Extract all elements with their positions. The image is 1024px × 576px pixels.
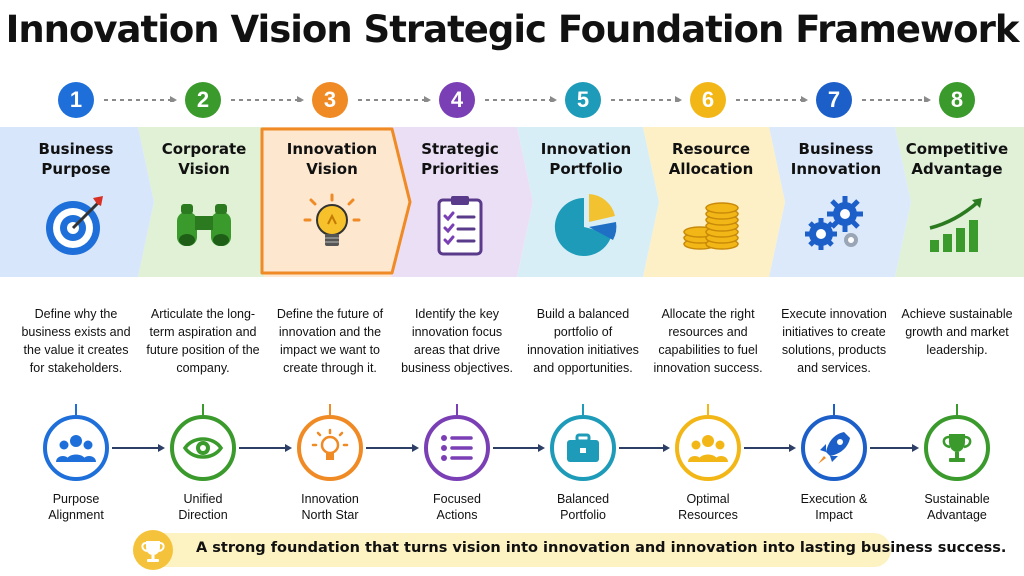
step-card-5 xyxy=(517,127,659,277)
highlighted-step-card xyxy=(260,127,412,275)
step-title: Business Innovation xyxy=(790,140,882,178)
outcome-label: Sustainable Advantage xyxy=(924,492,990,522)
step-description: Identify the key innovation focus areas … xyxy=(401,307,513,375)
step-number-7: 7 xyxy=(816,82,852,118)
step-title: Competitive Advantage xyxy=(905,140,1009,178)
clipboard-checklist-icon xyxy=(425,190,495,260)
timeline-arrowhead xyxy=(158,444,165,452)
step-number-4: 4 xyxy=(439,82,475,118)
pie-chart-icon xyxy=(551,190,621,260)
step-card-6 xyxy=(643,127,785,277)
outcome-label: Execution & Impact xyxy=(800,492,868,522)
step-description: Define the future of innovation and the … xyxy=(276,307,384,375)
step-description: Achieve sustainable growth and market le… xyxy=(901,307,1013,357)
outcome-label: Purpose Alignment xyxy=(48,492,104,522)
timeline-arrowhead xyxy=(285,444,292,452)
step-description: Execute innovation initiatives to create… xyxy=(781,307,887,375)
step-description: Allocate the right resources and capabil… xyxy=(653,307,763,375)
step-title: Innovation Portfolio xyxy=(540,140,632,178)
step-card-8 xyxy=(895,127,1024,277)
outcome-label: Innovation North Star xyxy=(301,492,359,522)
outcome-label: Optimal Resources xyxy=(678,492,738,522)
outcome-circle xyxy=(801,415,867,481)
outcome-circle xyxy=(43,415,109,481)
outcome-circle xyxy=(297,415,363,481)
dashed-arrow xyxy=(736,96,808,102)
target-icon xyxy=(41,190,111,260)
dashed-arrow xyxy=(485,96,557,102)
dashed-arrow xyxy=(231,96,304,102)
dashed-arrow xyxy=(104,96,177,102)
footer-banner xyxy=(133,533,891,567)
footer-text: A strong foundation that turns vision in… xyxy=(196,540,1007,556)
lightbulb-icon xyxy=(297,190,367,260)
outcome-circle xyxy=(675,415,741,481)
timeline-arrowhead xyxy=(538,444,545,452)
step-title: Corporate Vision xyxy=(161,140,247,178)
step-number-6: 6 xyxy=(690,82,726,118)
outcome-circle xyxy=(424,415,490,481)
timeline-arrowhead xyxy=(412,444,419,452)
outcome-timeline xyxy=(0,400,1024,490)
outcome-label: Balanced Portfolio xyxy=(556,492,610,522)
outcome-label: Unified Direction xyxy=(178,492,228,522)
step-number-3: 3 xyxy=(312,82,348,118)
timeline-arrowhead xyxy=(663,444,670,452)
timeline-arrowhead xyxy=(912,444,919,452)
outcome-label: Focused Actions xyxy=(433,492,481,522)
step-title: Resource Allocation xyxy=(668,140,754,178)
step-number-8: 8 xyxy=(939,82,975,118)
step-title: Strategic Priorities xyxy=(421,140,499,178)
step-title: Innovation Vision xyxy=(286,140,378,178)
step-description: Build a balanced portfolio of innovation… xyxy=(527,307,639,375)
outcome-circle xyxy=(924,415,990,481)
growth-chart-icon xyxy=(922,190,992,260)
step-number-5: 5 xyxy=(565,82,601,118)
step-description: Define why the business exists and the v… xyxy=(21,307,131,375)
step-number-2: 2 xyxy=(185,82,221,118)
timeline-arrowhead xyxy=(789,444,796,452)
binoculars-icon xyxy=(169,190,239,260)
step-number-1: 1 xyxy=(58,82,94,118)
dashed-arrow xyxy=(358,96,431,102)
step-card-7 xyxy=(769,127,911,277)
outcome-circle xyxy=(170,415,236,481)
trophy-icon xyxy=(133,530,173,570)
dashed-arrow xyxy=(862,96,931,102)
step-title: Business Purpose xyxy=(38,140,114,178)
step-description: Articulate the long-term aspiration and … xyxy=(146,307,260,375)
outcome-circle xyxy=(550,415,616,481)
step-card-2 xyxy=(138,127,280,277)
coins-icon xyxy=(676,190,746,260)
page-title: Innovation Vision Strategic Foundation F… xyxy=(5,8,1020,51)
step-numbers: 1 2 3 4 5 6 7 8 xyxy=(0,82,1024,122)
gears-icon xyxy=(801,190,871,260)
dashed-arrow xyxy=(611,96,682,102)
